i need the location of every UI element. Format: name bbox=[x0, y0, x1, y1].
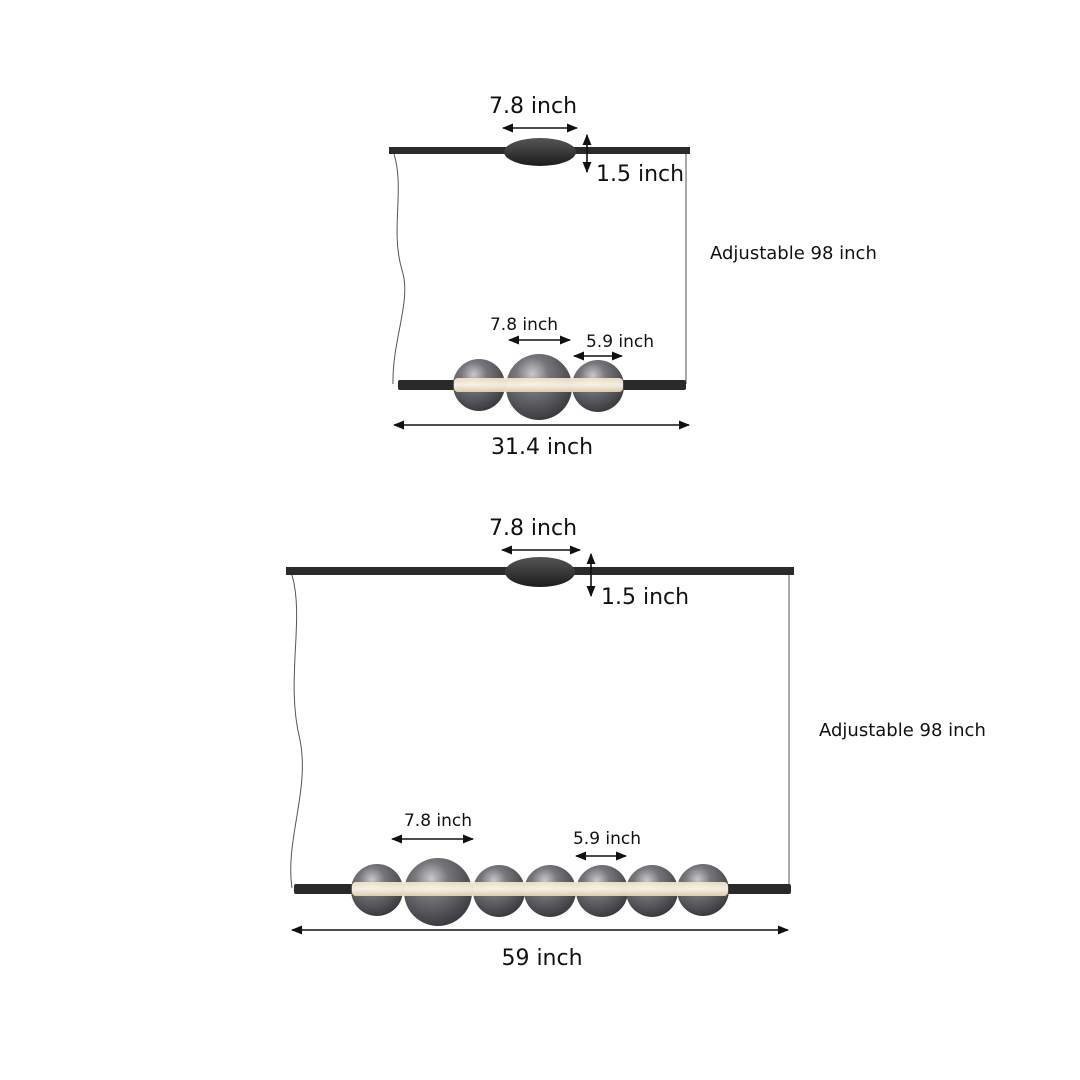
fixture-7-globe: 7.8 inch 1.5 inch Adjustable 98 inch 7.8… bbox=[286, 516, 986, 971]
canopy-height-label: 1.5 inch bbox=[596, 162, 684, 187]
large-globe-label: 7.8 inch bbox=[490, 315, 558, 335]
drop-label: Adjustable 98 inch bbox=[819, 720, 986, 741]
power-cord bbox=[392, 153, 406, 385]
canopy-width-label: 7.8 inch bbox=[489, 94, 577, 119]
small-globe-label: 5.9 inch bbox=[586, 332, 654, 352]
total-length-label: 59 inch bbox=[501, 946, 582, 971]
fixture-3-globe: 7.8 inch 1.5 inch Adjustable 98 inch 7.8… bbox=[389, 94, 877, 460]
canopy bbox=[504, 138, 576, 166]
drop-label: Adjustable 98 inch bbox=[710, 243, 877, 264]
power-cord bbox=[290, 574, 303, 889]
small-globe-label: 5.9 inch bbox=[573, 829, 641, 849]
light-tube bbox=[454, 378, 623, 392]
total-length-label: 31.4 inch bbox=[491, 435, 593, 460]
light-tube bbox=[352, 882, 728, 896]
canopy bbox=[505, 557, 575, 587]
large-globe-label: 7.8 inch bbox=[404, 811, 472, 831]
canopy-width-label: 7.8 inch bbox=[489, 516, 577, 541]
canopy-height-label: 1.5 inch bbox=[601, 585, 689, 610]
